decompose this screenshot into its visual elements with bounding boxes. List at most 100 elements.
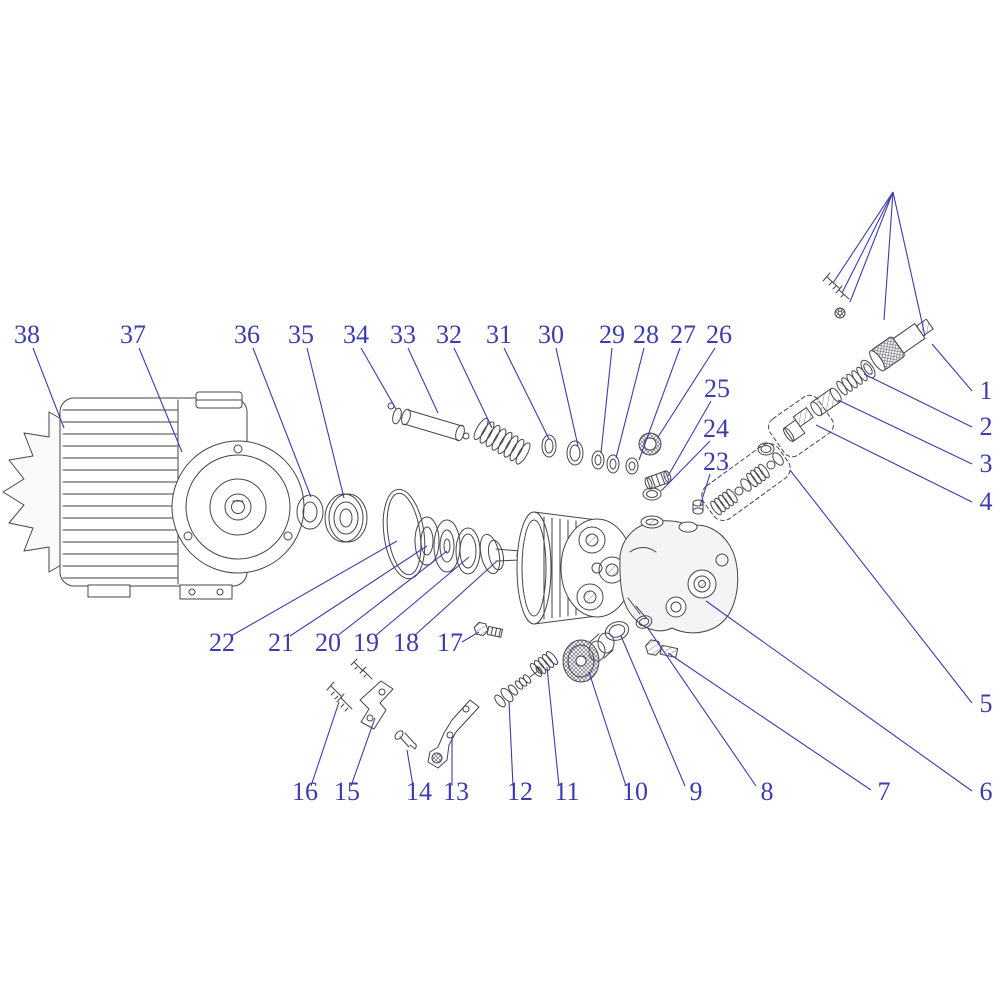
- leader-line-3: [837, 399, 973, 465]
- plunger-pin: [387, 402, 402, 425]
- leader-line-27: [638, 347, 681, 461]
- leader-line-8: [646, 626, 757, 787]
- part-label-19: 19: [353, 628, 379, 657]
- fan-callout-line-5: [892, 191, 926, 337]
- leader-line-35: [306, 347, 345, 499]
- part-label-12: 12: [507, 777, 533, 806]
- part-label-20: 20: [315, 628, 341, 657]
- part-label-18: 18: [393, 628, 419, 657]
- leader-line-31: [503, 347, 550, 440]
- fan-callout-line-4: [883, 191, 894, 321]
- leader-line-28: [615, 347, 645, 459]
- part-label-7: 7: [878, 777, 891, 806]
- oil-seal: [414, 516, 440, 566]
- check-valve-kits: [701, 442, 791, 521]
- plunger-rod: [401, 408, 470, 442]
- connector-screws: [822, 272, 850, 319]
- part-label-5: 5: [980, 689, 993, 718]
- pump-manifold: [619, 515, 739, 634]
- leader-line-7: [667, 652, 872, 791]
- leader-line-15: [350, 717, 376, 787]
- mounting-bracket: [359, 680, 394, 730]
- leader-line-19: [374, 556, 470, 637]
- ball-bearing: [324, 493, 368, 543]
- part-label-31: 31: [486, 320, 512, 349]
- inlet-filter: [562, 639, 600, 683]
- leader-line-21: [289, 545, 428, 637]
- part-labels-layer: 1234567891011121314151617181920212223242…: [14, 320, 993, 806]
- leader-line-33: [407, 347, 439, 414]
- barb-fitting: [644, 470, 672, 490]
- valve-stack-12: [494, 666, 543, 708]
- part-label-16: 16: [292, 777, 318, 806]
- leader-line-2: [863, 373, 973, 428]
- small-o-ring-24: [642, 487, 662, 501]
- o-ring-9: [604, 621, 630, 641]
- leader-line-11: [546, 666, 560, 787]
- part-label-11: 11: [554, 777, 579, 806]
- small-spring-11: [529, 651, 559, 677]
- part-label-15: 15: [334, 777, 360, 806]
- part-label-27: 27: [670, 320, 696, 349]
- leader-line-26: [657, 347, 716, 438]
- small-o-ring-8: [635, 615, 653, 629]
- fan-callout-line-3: [849, 191, 894, 303]
- unloader-lever: [427, 699, 480, 769]
- leader-line-22: [230, 540, 398, 637]
- part-label-6: 6: [980, 777, 993, 806]
- part-label-14: 14: [406, 777, 432, 806]
- large-o-ring: [382, 488, 426, 580]
- leader-line-23: [699, 473, 711, 507]
- part-label-24: 24: [703, 414, 729, 443]
- mounting-screws: [326, 658, 373, 712]
- leader-line-6: [705, 600, 973, 792]
- part-label-25: 25: [704, 374, 730, 403]
- part-label-3: 3: [980, 449, 993, 478]
- part-label-23: 23: [703, 447, 729, 476]
- part-label-9: 9: [690, 777, 703, 806]
- plunger-spring: [473, 417, 531, 465]
- leader-line-20: [336, 550, 448, 637]
- hex-bolt-17: [473, 621, 503, 638]
- retaining-clip: [394, 730, 417, 750]
- knurled-nut: [638, 432, 662, 456]
- part-label-34: 34: [343, 320, 369, 349]
- leader-line-4: [815, 424, 973, 503]
- part-label-33: 33: [390, 320, 416, 349]
- part-label-13: 13: [443, 777, 469, 806]
- part-label-35: 35: [288, 320, 314, 349]
- leader-line-16: [310, 701, 340, 787]
- part-label-4: 4: [980, 487, 993, 516]
- leader-line-36: [252, 347, 312, 498]
- part-label-29: 29: [599, 320, 625, 349]
- motor-end-flange: [171, 440, 305, 574]
- part-label-28: 28: [633, 320, 659, 349]
- leader-line-37: [138, 347, 183, 453]
- stud: [692, 499, 704, 515]
- leader-line-12: [508, 700, 514, 787]
- leader-line-38: [32, 347, 65, 429]
- leader-line-32: [453, 347, 493, 429]
- part-label-22: 22: [209, 628, 235, 657]
- part-label-30: 30: [538, 320, 564, 349]
- leader-line-9: [620, 635, 686, 787]
- hose-connector-body: [869, 318, 934, 372]
- part-label-17: 17: [437, 628, 463, 657]
- leader-line-30: [555, 347, 579, 447]
- leader-line-17: [461, 631, 480, 643]
- part-label-26: 26: [706, 320, 732, 349]
- part-label-38: 38: [14, 320, 40, 349]
- fan-callout-line-2: [841, 191, 894, 294]
- leader-line-1: [931, 343, 973, 392]
- part-label-37: 37: [120, 320, 146, 349]
- leader-line-25: [667, 400, 712, 477]
- coupler-fitting: [810, 387, 842, 417]
- part-label-1: 1: [980, 376, 993, 405]
- bearing-plate: [455, 527, 481, 575]
- wobble-plate: [479, 533, 524, 575]
- part-label-10: 10: [622, 777, 648, 806]
- hex-plug-7: [645, 639, 679, 658]
- part-label-2: 2: [980, 412, 993, 441]
